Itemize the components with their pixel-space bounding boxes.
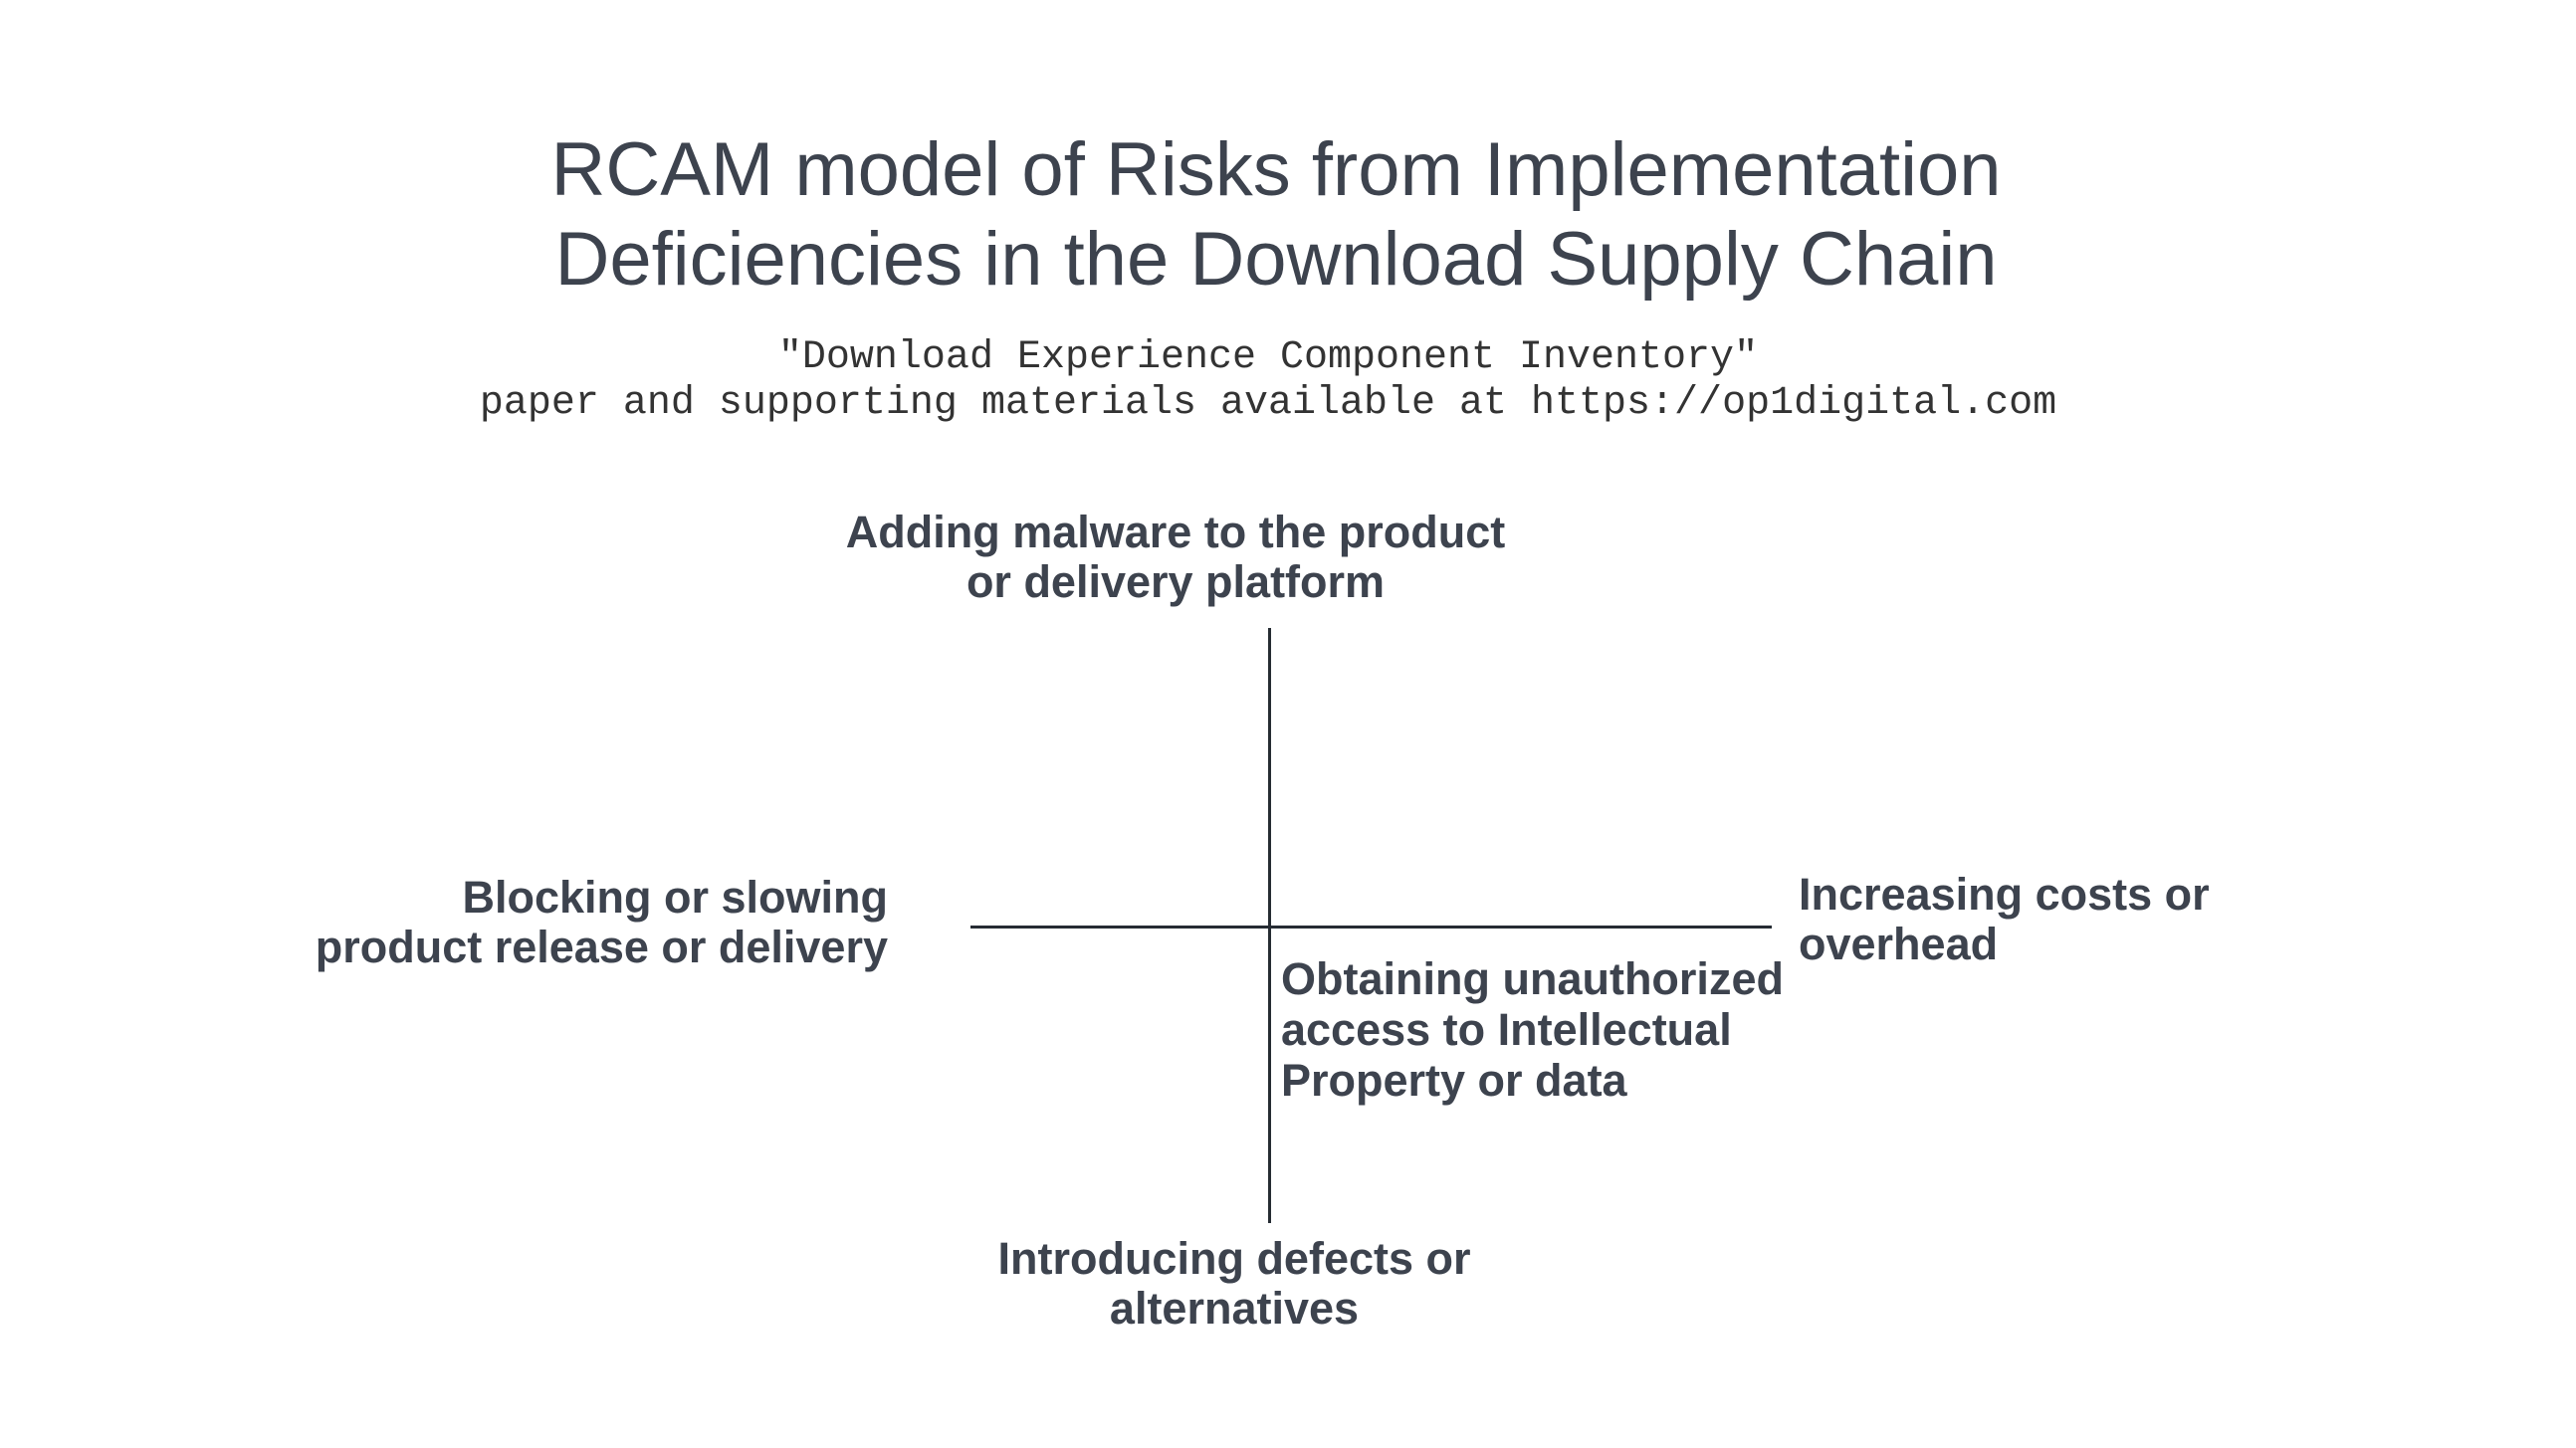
quadrant-label-left-line-1: Blocking or slowing	[462, 872, 888, 923]
quadrant-label-lower-right-line-3: Property or data	[1281, 1055, 1627, 1106]
quadrant-label-left: Blocking or slowing product release or d…	[191, 873, 888, 972]
quadrant-label-lower-right-line-2: access to Intellectual	[1281, 1004, 1732, 1055]
quadrant-label-right-line-2: overhead	[1799, 919, 1999, 969]
quadrant-label-lower-right: Obtaining unauthorized access to Intelle…	[1281, 953, 1918, 1106]
quadrant-label-bottom-line-2: alternatives	[1109, 1283, 1360, 1334]
page-title-line-2: Deficiencies in the Download Supply Chai…	[554, 217, 1998, 302]
subtitle-line-1: "Download Experience Component Inventory…	[777, 335, 1759, 380]
horizontal-axis-line	[970, 926, 1772, 929]
quadrant-label-bottom-line-1: Introducing defects or	[997, 1233, 1471, 1284]
quadrant-label-right: Increasing costs or overhead	[1799, 870, 2416, 969]
page-subtitle: "Download Experience Component Inventory…	[0, 335, 2536, 427]
quadrant-label-top: Adding malware to the product or deliver…	[728, 508, 1623, 607]
quadrant-label-top-line-1: Adding malware to the product	[845, 507, 1506, 557]
page-title-line-1: RCAM model of Risks from Implementation	[550, 127, 2002, 212]
quadrant-label-lower-right-line-1: Obtaining unauthorized	[1281, 953, 1784, 1004]
quadrant-label-left-line-2: product release or delivery	[315, 922, 888, 972]
quadrant-label-top-line-2: or delivery platform	[966, 556, 1386, 607]
quadrant-label-bottom: Introducing defects or alternatives	[836, 1234, 1632, 1334]
quadrant-label-right-line-1: Increasing costs or	[1799, 869, 2210, 920]
page-title: RCAM model of Risks from Implementation …	[0, 125, 2552, 305]
subtitle-line-2: paper and supporting materials available…	[479, 381, 2057, 426]
